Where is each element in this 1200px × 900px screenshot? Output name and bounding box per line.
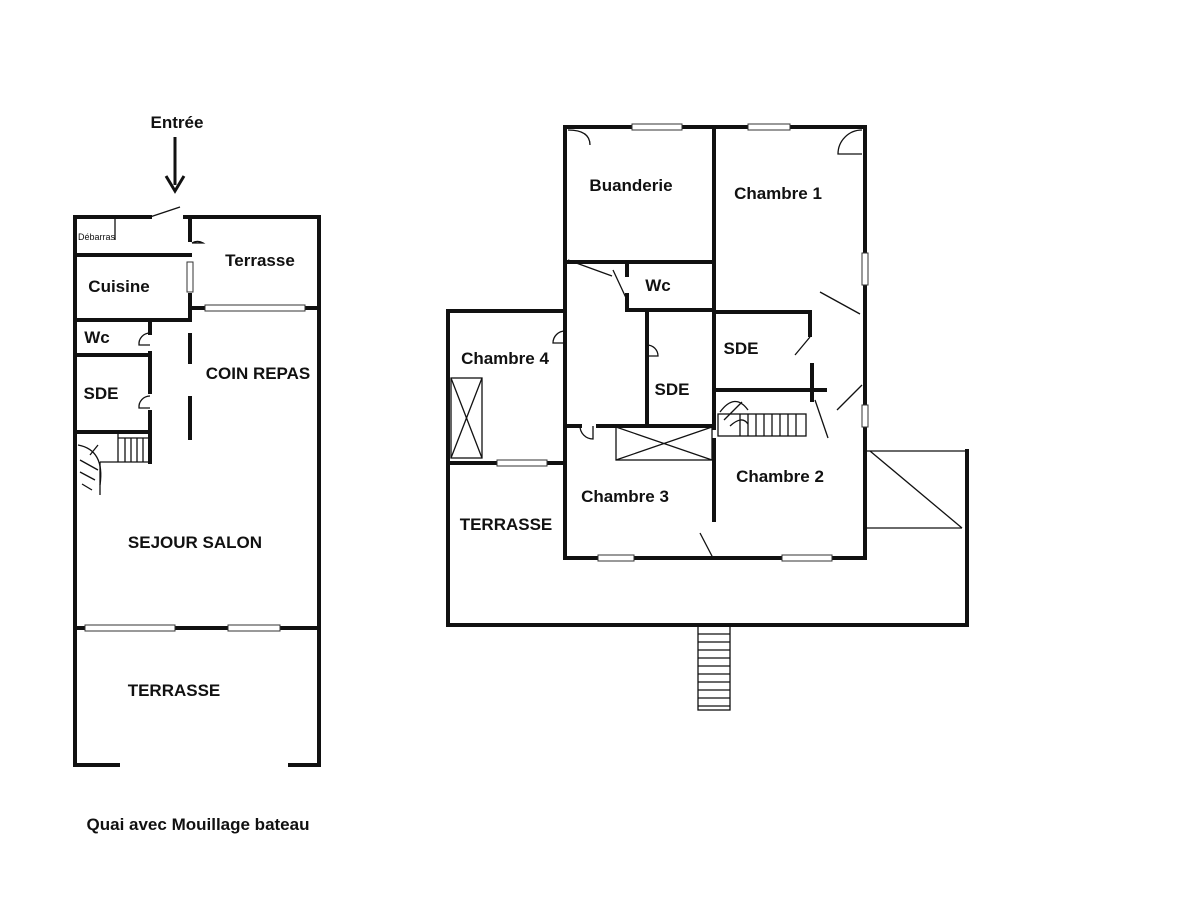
- cuisine-label: Cuisine: [88, 277, 149, 296]
- entrance-arrow-icon: [164, 137, 186, 194]
- chambre4-label: Chambre 4: [461, 349, 549, 368]
- ground-floor-windows: [84, 261, 306, 632]
- wc-upper-label: Wc: [645, 276, 671, 295]
- wc-ground-label: Wc: [84, 328, 110, 347]
- coin-repas-label: COIN REPAS: [206, 364, 311, 383]
- sde-ground-label: SDE: [84, 384, 119, 403]
- chambre3-label: Chambre 3: [581, 487, 669, 506]
- upper-floor-walls: [446, 125, 969, 627]
- terrasse-bottom-label: TERRASSE: [128, 681, 221, 700]
- upper-floor-doors: [552, 129, 863, 559]
- chambre2-label: Chambre 2: [736, 467, 824, 486]
- upper-floor-stairs: [717, 400, 807, 437]
- ground-floor-doors: [138, 240, 206, 409]
- terrasse-top-label: Terrasse: [225, 251, 295, 270]
- ground-floor-plan: Entrée Débarras Terrasse Cuisine Wc COIN…: [73, 113, 321, 834]
- exterior-stairs: [697, 625, 731, 711]
- upper-floor-windows: [496, 123, 869, 562]
- plan-caption: Quai avec Mouillage bateau: [87, 815, 310, 834]
- sejour-salon-label: SEJOUR SALON: [128, 533, 262, 552]
- terrasse-upper-label: TERRASSE: [460, 515, 553, 534]
- entrance-label: Entrée: [151, 113, 204, 132]
- upper-floor-plan: Buanderie Chambre 1 Wc SDE Chambre 4 SDE…: [446, 123, 969, 711]
- upper-floor-storage: [450, 377, 713, 461]
- sde-right-label: SDE: [724, 339, 759, 358]
- chambre1-label: Chambre 1: [734, 184, 822, 203]
- ground-floor-stairs: [77, 432, 150, 495]
- sde-center-label: SDE: [655, 380, 690, 399]
- buanderie-label: Buanderie: [589, 176, 672, 195]
- debarras-label: Débarras: [78, 232, 116, 242]
